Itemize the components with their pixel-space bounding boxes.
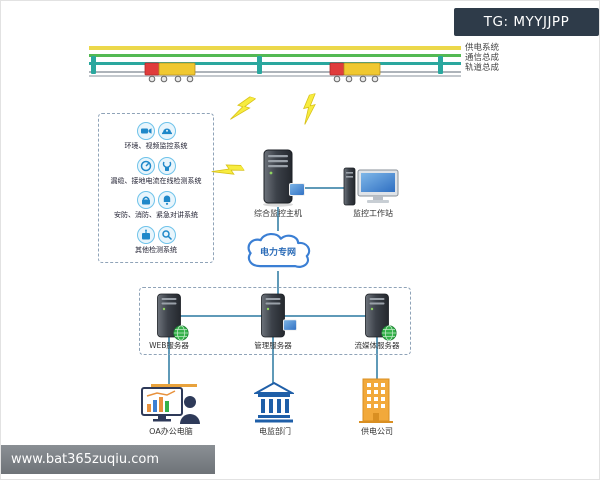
subsystem-icons [136,225,176,244]
workstation-label: 监控工作站 [353,209,393,218]
subsystem-label: 环境、视频监控系统 [124,142,188,151]
lightning-icon [230,96,256,120]
dome-camera-icon [157,122,176,141]
server-label-web: WEB服务器 [149,341,189,350]
endpoint-label-company: 供电公司 [361,427,393,436]
lightning-icon [303,93,317,125]
cloud-icon [247,233,311,268]
server-label-stream: 流媒体服务器 [354,341,400,350]
track-pole-icon [91,56,96,74]
server-tower-icon [263,149,293,207]
server-tower-icon [261,293,285,338]
server-label-mgmt: 管理服务器 [254,341,292,350]
network-label: 电力专网 [259,248,296,258]
subsystem-item: 漏缆、接地电流在线检测系统 [101,154,211,189]
endpoint-label-oa: OA办公电脑 [149,427,193,436]
connector-stream-company [376,337,378,379]
detector-icon [136,225,155,244]
endpoint-label-regulator: 电监部门 [259,427,291,436]
rail-line-top [89,71,461,73]
desktop-tower-icon [343,167,356,206]
subsystem-item: 其他检测系统 [101,223,211,258]
top-watermark-text: TG: MYYJJPP [483,14,570,30]
connector-host-workstation [295,187,345,189]
server-tower-icon [157,293,181,338]
rail-line-bottom [89,75,461,77]
subsystem-icons [136,191,176,210]
bottom-watermark-text: www.bat365zuqiu.com [11,452,160,467]
screen-icon [283,319,297,331]
subsystem-icons [136,122,176,141]
subsystem-icons [136,156,176,175]
bus-label-track: 轨道总成 [465,63,500,73]
meter-icon [136,156,155,175]
oa-desk-line [151,384,197,387]
magnifier-icon [157,225,176,244]
monitor-icon [357,169,399,203]
clamp-sensor-icon [157,156,176,175]
bus-label-power: 供电系统 [465,43,500,53]
bottom-watermark: www.bat365zuqiu.com [1,445,215,474]
connector-host-cloud [277,207,279,231]
train-icon [144,62,196,83]
track-pole-icon [257,56,262,74]
subsystem-label: 安防、消防、紧急对讲系统 [114,211,198,220]
globe-icon [381,325,397,341]
connector-cloud-servers [277,271,279,295]
alarm-icon [157,191,176,210]
subsystem-item: 环境、视频监控系统 [101,119,211,154]
connector-mgmt-regulator [272,337,274,383]
subsystem-label: 其他检测系统 [135,245,177,254]
building-icon [359,378,393,423]
server-tower-icon [365,293,389,338]
train-icon [329,62,381,83]
office-pc-icon [141,387,200,424]
subsystem-label: 漏缆、接地电流在线检测系统 [110,176,202,185]
lightning-icon [211,164,245,175]
track-pole-icon [438,56,443,74]
bus-label-comm: 通信总成 [465,53,500,63]
globe-icon [173,325,189,341]
bus-line-track [89,62,461,65]
intercom-icon [136,191,155,210]
server-group-box [139,287,411,355]
bank-icon [254,381,294,423]
top-watermark: TG: MYYJJPP [454,8,599,36]
subsystem-item: 安防、消防、紧急对讲系统 [101,188,211,223]
camera-icon [136,122,155,141]
host-label: 综合监控主机 [254,209,302,218]
bus-line-power [89,46,461,50]
connector-web-oa [168,337,170,387]
bus-line-comm [89,54,461,57]
screen-icon [289,183,305,196]
subsystem-group-box: 环境、视频监控系统 漏缆、接地电流在线检测系统 [98,113,214,263]
